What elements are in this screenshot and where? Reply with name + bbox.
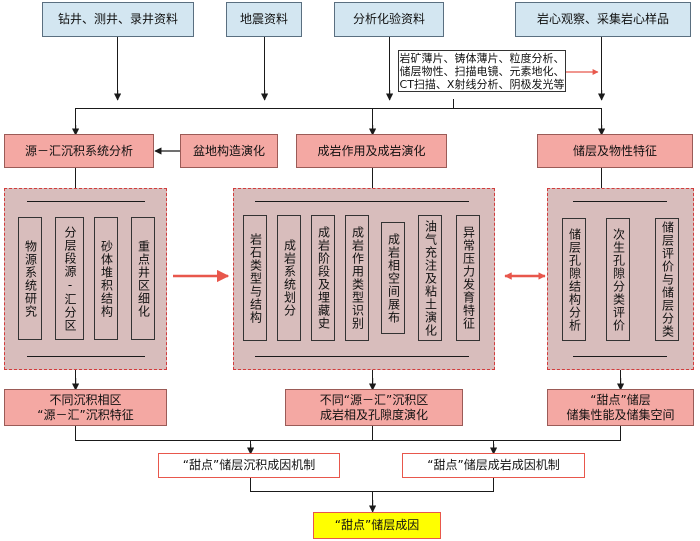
basin-tectonic-evolution-label: 盆地构造演化 [192, 143, 265, 158]
reservoir-properties-label: 储层及物性特征 [572, 143, 657, 158]
provenance-system-label: 物源系统研究 [23, 239, 38, 318]
connector [75, 168, 77, 188]
connector [117, 37, 119, 99]
connector [573, 201, 667, 203]
connector [255, 201, 469, 203]
sweet-spot-reservoir-genesis: “甜点”储层成因 [313, 512, 441, 539]
connector [250, 478, 252, 492]
diagenetic-stage-label: 成岩阶段及埋藏史 [316, 226, 331, 330]
reservoir-classification-box: 储层评价与储层分类 [655, 218, 679, 341]
hydrocarbon-charging-label: 油气充注及粘土演化 [423, 219, 438, 337]
connector [493, 478, 495, 492]
diagenetic-facies-label: 成岩相空间展布 [386, 232, 401, 324]
connector [620, 426, 622, 441]
result-diagenetic-facies: 不同“源－汇”沉积区 成岩相及孔隙度演化 [285, 389, 463, 426]
connector [264, 37, 266, 99]
analysis-methods-text: 岩矿薄片、铸体薄片、粒度分析、 储层物性、扫描电镜、元素地化、 CT扫描、X射线… [399, 51, 565, 91]
sandbody-structure-box: 砂体堆积结构 [94, 217, 118, 340]
key-well-refine-label: 重点井区细化 [136, 239, 151, 318]
diagenetic-system-label: 成岩系统划分 [282, 239, 297, 317]
diagenesis-type-box: 成岩作用类型识别 [345, 215, 369, 341]
abnormal-pressure-box: 异常压力发育特征 [456, 215, 480, 341]
connector [453, 99, 455, 109]
result-reservoir-performance-text: “甜点”储层 储集性能及储集空间 [566, 392, 675, 422]
reservoir-properties: 储层及物性特征 [537, 134, 693, 168]
connector [255, 356, 469, 358]
source-drilling-label: 钻井、测井、录井资料 [57, 12, 178, 26]
diagenesis-evolution-label: 成岩作用及成岩演化 [317, 143, 426, 158]
rock-type-box: 岩石类型与结构 [243, 215, 267, 341]
analysis-methods: 岩矿薄片、铸体薄片、粒度分析、 储层物性、扫描电镜、元素地化、 CT扫描、X射线… [398, 50, 566, 92]
diagenetic-genesis-mechanism: “甜点”储层成岩成因机制 [402, 453, 585, 478]
connector [372, 426, 374, 441]
source-drilling: 钻井、测井、录井资料 [42, 2, 194, 37]
connector [75, 108, 602, 110]
layered-zoning-label: 分层段源-汇分区 [63, 225, 77, 332]
abnormal-pressure-label: 异常压力发育特征 [461, 226, 476, 330]
source-sink-analysis: 源－汇沉积系统分析 [4, 134, 154, 168]
connector [601, 108, 603, 134]
source-lab: 分析化验资料 [334, 2, 444, 37]
connector [601, 168, 603, 188]
sweet-spot-reservoir-genesis-label: “甜点”储层成因 [334, 518, 420, 532]
result-reservoir-performance: “甜点”储层 储集性能及储集空间 [547, 389, 694, 426]
layered-zoning-box: 分层段源-汇分区 [55, 217, 84, 340]
connector [573, 356, 667, 358]
diagenetic-facies-box: 成岩相空间展布 [381, 222, 405, 334]
provenance-system-box: 物源系统研究 [18, 217, 42, 340]
result-diagenetic-facies-text: 不同“源－汇”沉积区 成岩相及孔隙度演化 [319, 392, 429, 422]
connector [75, 440, 251, 442]
source-seismic: 地震资料 [226, 2, 302, 37]
connector [372, 168, 374, 188]
secondary-pore-label: 次生孔隙分类评价 [611, 227, 626, 332]
diagenetic-system-box: 成岩系统划分 [277, 215, 301, 341]
diagenetic-stage-box: 成岩阶段及埋藏史 [311, 215, 335, 341]
pore-structure-box: 储层孔隙结构分析 [562, 218, 586, 341]
source-core-label: 岩心观察、采集岩心样品 [536, 12, 669, 26]
connector [75, 426, 77, 440]
secondary-pore-box: 次生孔隙分类评价 [606, 218, 630, 341]
sedimentary-genesis-mechanism-label: “甜点”储层沉积成因机制 [182, 458, 316, 472]
diagenetic-genesis-mechanism-label: “甜点”储层成岩成因机制 [427, 458, 560, 472]
connector [27, 201, 145, 203]
sandbody-structure-label: 砂体堆积结构 [99, 239, 114, 318]
sedimentary-genesis-mechanism: “甜点”储层沉积成因机制 [158, 453, 340, 478]
connector [389, 37, 391, 99]
pore-structure-label: 储层孔隙结构分析 [567, 227, 582, 332]
source-seismic-label: 地震资料 [239, 12, 288, 26]
result-sedimentary-features: 不同沉积相区 “源－汇”沉积特征 [4, 389, 167, 426]
result-sedimentary-features-text: 不同沉积相区 “源－汇”沉积特征 [37, 392, 134, 422]
source-lab-label: 分析化验资料 [352, 12, 425, 26]
connector [27, 356, 145, 358]
diagenesis-type-label: 成岩作用类型识别 [350, 226, 365, 330]
connector [493, 440, 621, 442]
hydrocarbon-charging-box: 油气充注及粘土演化 [418, 215, 442, 341]
rock-type-label: 岩石类型与结构 [248, 232, 263, 324]
diagenesis-evolution: 成岩作用及成岩演化 [296, 134, 447, 168]
source-core: 岩心观察、采集岩心样品 [515, 2, 691, 37]
connector [601, 37, 603, 99]
connector [372, 108, 374, 134]
key-well-refine-box: 重点井区细化 [131, 217, 155, 340]
basin-tectonic-evolution: 盆地构造演化 [180, 134, 278, 168]
source-sink-analysis-label: 源－汇沉积系统分析 [24, 143, 133, 158]
connector [75, 108, 77, 134]
reservoir-classification-label: 储层评价与储层分类 [660, 221, 675, 338]
